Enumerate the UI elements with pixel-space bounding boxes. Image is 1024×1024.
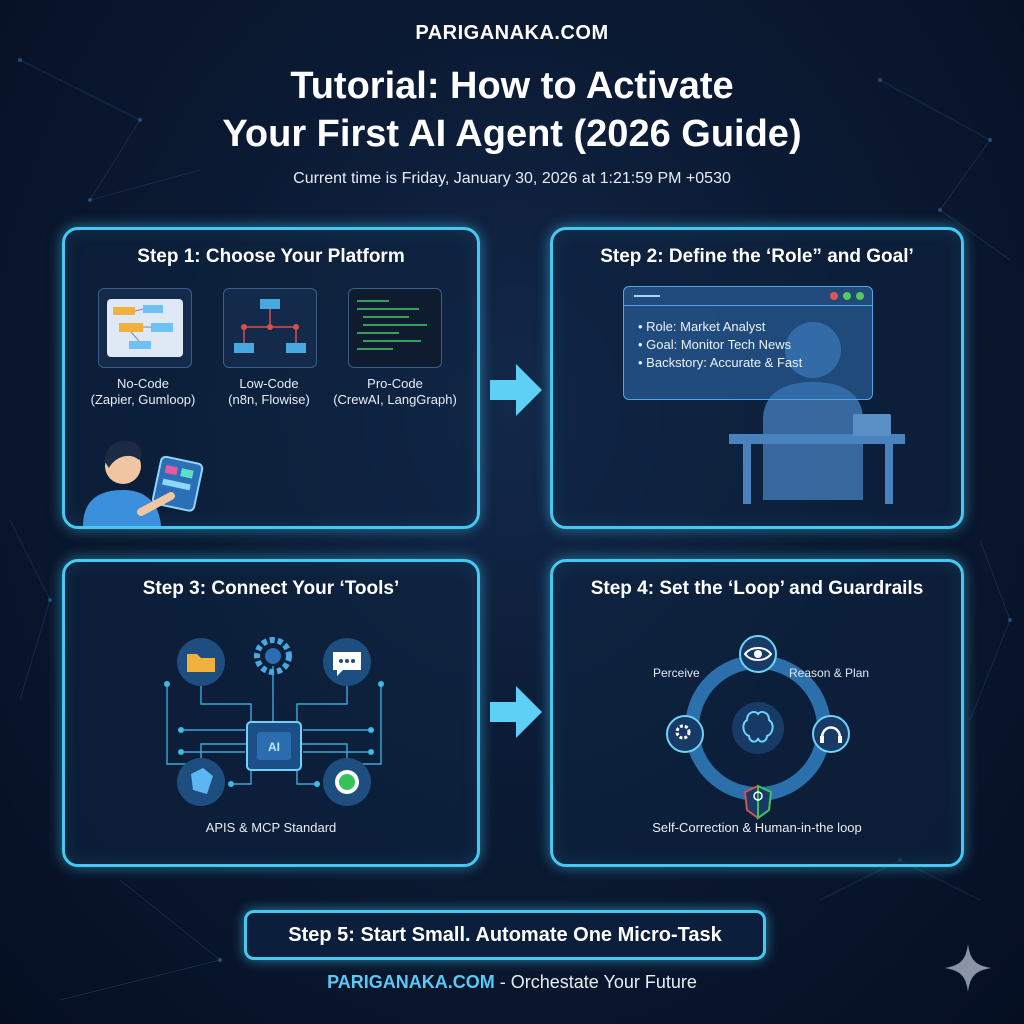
agent-config-bullets: • Role: Market Analyst • Goal: Monitor T… xyxy=(624,306,872,372)
shield-icon xyxy=(743,784,773,820)
window-titlebar xyxy=(624,287,872,306)
agent-config-window: • Role: Market Analyst • Goal: Monitor T… xyxy=(623,286,873,400)
flow-board-icon xyxy=(107,299,183,357)
brand-header[interactable]: PARIGANAKA.COM xyxy=(415,22,609,44)
platform-name: Low-Code xyxy=(239,376,299,391)
step-5-banner: Step 5: Start Small. Automate One Micro-… xyxy=(244,910,766,960)
platform-examples: (CrewAI, LangGraph) xyxy=(333,392,457,407)
sparkle-icon xyxy=(944,944,992,992)
bullet-goal: • Goal: Monitor Tech News xyxy=(638,337,792,352)
step-4-caption: Self-Correction & Human-in-the loop xyxy=(652,820,862,835)
step-4-panel: Step 4: Set the ‘Loop’ and Guardrails Pe… xyxy=(550,559,964,867)
page-title: Tutorial: How to Activate Your First AI … xyxy=(0,62,1024,158)
cube-icon xyxy=(177,758,225,806)
minimize-dot-icon xyxy=(843,292,851,300)
tool-connection-diagram: AI xyxy=(164,637,384,806)
node-graph-icon xyxy=(234,299,306,353)
platform-name: No-Code xyxy=(116,376,170,391)
bullet-role: • Role: Market Analyst xyxy=(638,319,766,334)
titlebar-line xyxy=(634,295,660,297)
step-1-title: Step 1: Choose Your Platform xyxy=(137,246,405,267)
title-line-1: Tutorial: How to Activate xyxy=(290,65,734,107)
headset-icon xyxy=(812,715,850,753)
arrow-right-icon xyxy=(490,686,542,738)
platform-no-code: No-Code (Zapier, Gumloop) xyxy=(73,376,213,408)
settings-icon xyxy=(666,715,704,753)
step-3-title: Step 3: Connect Your ‘Tools’ xyxy=(142,578,400,599)
loop-label-perceive: Perceive xyxy=(653,666,700,680)
step-3-caption: APIS & MCP Standard xyxy=(205,820,337,835)
step-2-panel: Step 2: Define the ‘Role” and Goal’ • Ro… xyxy=(550,227,964,529)
step-1-panel: Step 1: Choose Your Platform xyxy=(62,227,480,529)
no-code-thumbnail xyxy=(98,288,192,368)
maximize-dot-icon xyxy=(856,292,864,300)
close-dot-icon xyxy=(830,292,838,300)
platform-pro-code: Pro-Code (CrewAI, LangGraph) xyxy=(325,376,465,408)
platform-low-code: Low-Code (n8n, Flowise) xyxy=(199,376,339,408)
chip-label: AI xyxy=(268,740,280,754)
loop-label-reason: Reason & Plan xyxy=(789,666,870,680)
step-2-title: Step 2: Define the ‘Role” and Goal’ xyxy=(600,246,914,267)
chat-icon xyxy=(323,638,371,686)
step-4-title: Step 4: Set the ‘Loop’ and Guardrails xyxy=(590,578,924,599)
bullet-backstory: • Backstory: Accurate & Fast xyxy=(638,355,803,370)
person-tablet-illustration xyxy=(83,440,204,526)
low-code-thumbnail xyxy=(223,288,317,368)
step-3-panel: Step 3: Connect Your ‘Tools’ AI xyxy=(62,559,480,867)
title-line-2: Your First AI Agent (2026 Guide) xyxy=(222,113,802,155)
gear-icon xyxy=(254,637,292,675)
footer-tagline: - Orchestate Your Future xyxy=(494,972,697,992)
footer-brand[interactable]: PARIGANAKA.COM xyxy=(327,972,495,992)
pro-code-thumbnail xyxy=(348,288,442,368)
folder-icon xyxy=(177,638,225,686)
ai-chip-icon: AI xyxy=(246,721,302,771)
agent-loop-diagram xyxy=(666,635,850,820)
code-editor-icon xyxy=(357,300,427,350)
platform-examples: (n8n, Flowise) xyxy=(228,392,310,407)
platform-examples: (Zapier, Gumloop) xyxy=(90,392,196,407)
footer: PARIGANAKA.COM - Orchestate Your Future xyxy=(0,972,1024,993)
brain-icon xyxy=(732,702,784,754)
platform-name: Pro-Code xyxy=(367,376,423,391)
whatsapp-icon xyxy=(323,758,371,806)
arrow-right-icon xyxy=(490,364,542,416)
page-subtitle: Current time is Friday, January 30, 2026… xyxy=(293,170,731,187)
eye-icon xyxy=(739,635,777,673)
